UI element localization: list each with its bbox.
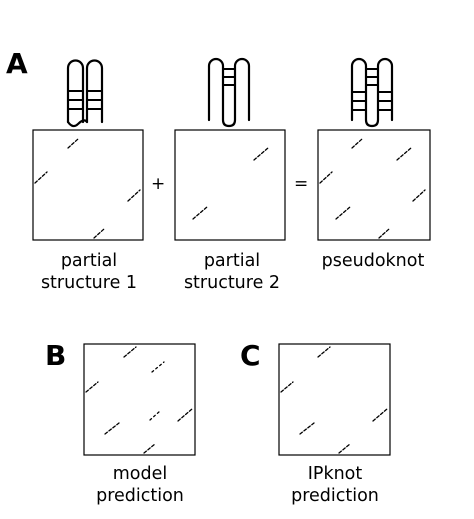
- caption-pseudoknot: pseudoknot: [305, 250, 441, 272]
- contact-matrix-partial-1: [32, 129, 144, 241]
- caption-line: partial: [203, 251, 261, 271]
- caption-model-prediction: model prediction: [80, 463, 200, 507]
- hairpin-pair-icon: [66, 59, 104, 128]
- panel-label-c: C: [240, 339, 261, 372]
- caption-line: prediction: [96, 486, 184, 506]
- panel-label-b: B: [45, 339, 67, 372]
- hairpin-bridge-icon: [207, 57, 251, 128]
- panel-label-a: A: [6, 47, 28, 80]
- caption-partial-structure-1: partial structure 1: [27, 250, 151, 294]
- plus-operator: +: [151, 174, 166, 194]
- pseudoknot-icon: [350, 57, 394, 128]
- caption-partial-structure-2: partial structure 2: [170, 250, 294, 294]
- contact-matrix-partial-2: [174, 129, 286, 241]
- equals-operator: =: [294, 174, 309, 194]
- caption-line: model: [112, 464, 168, 484]
- contact-matrix-pseudoknot: [317, 129, 431, 241]
- caption-line: IPknot: [307, 464, 363, 484]
- caption-line: prediction: [291, 486, 379, 506]
- caption-line: pseudoknot: [321, 251, 425, 271]
- caption-line: structure 2: [183, 273, 281, 293]
- caption-line: structure 1: [40, 273, 138, 293]
- caption-line: partial: [60, 251, 118, 271]
- contact-matrix-ipknot-prediction: [278, 343, 391, 456]
- contact-matrix-model-prediction: [83, 343, 196, 456]
- caption-ipknot-prediction: IPknot prediction: [275, 463, 395, 507]
